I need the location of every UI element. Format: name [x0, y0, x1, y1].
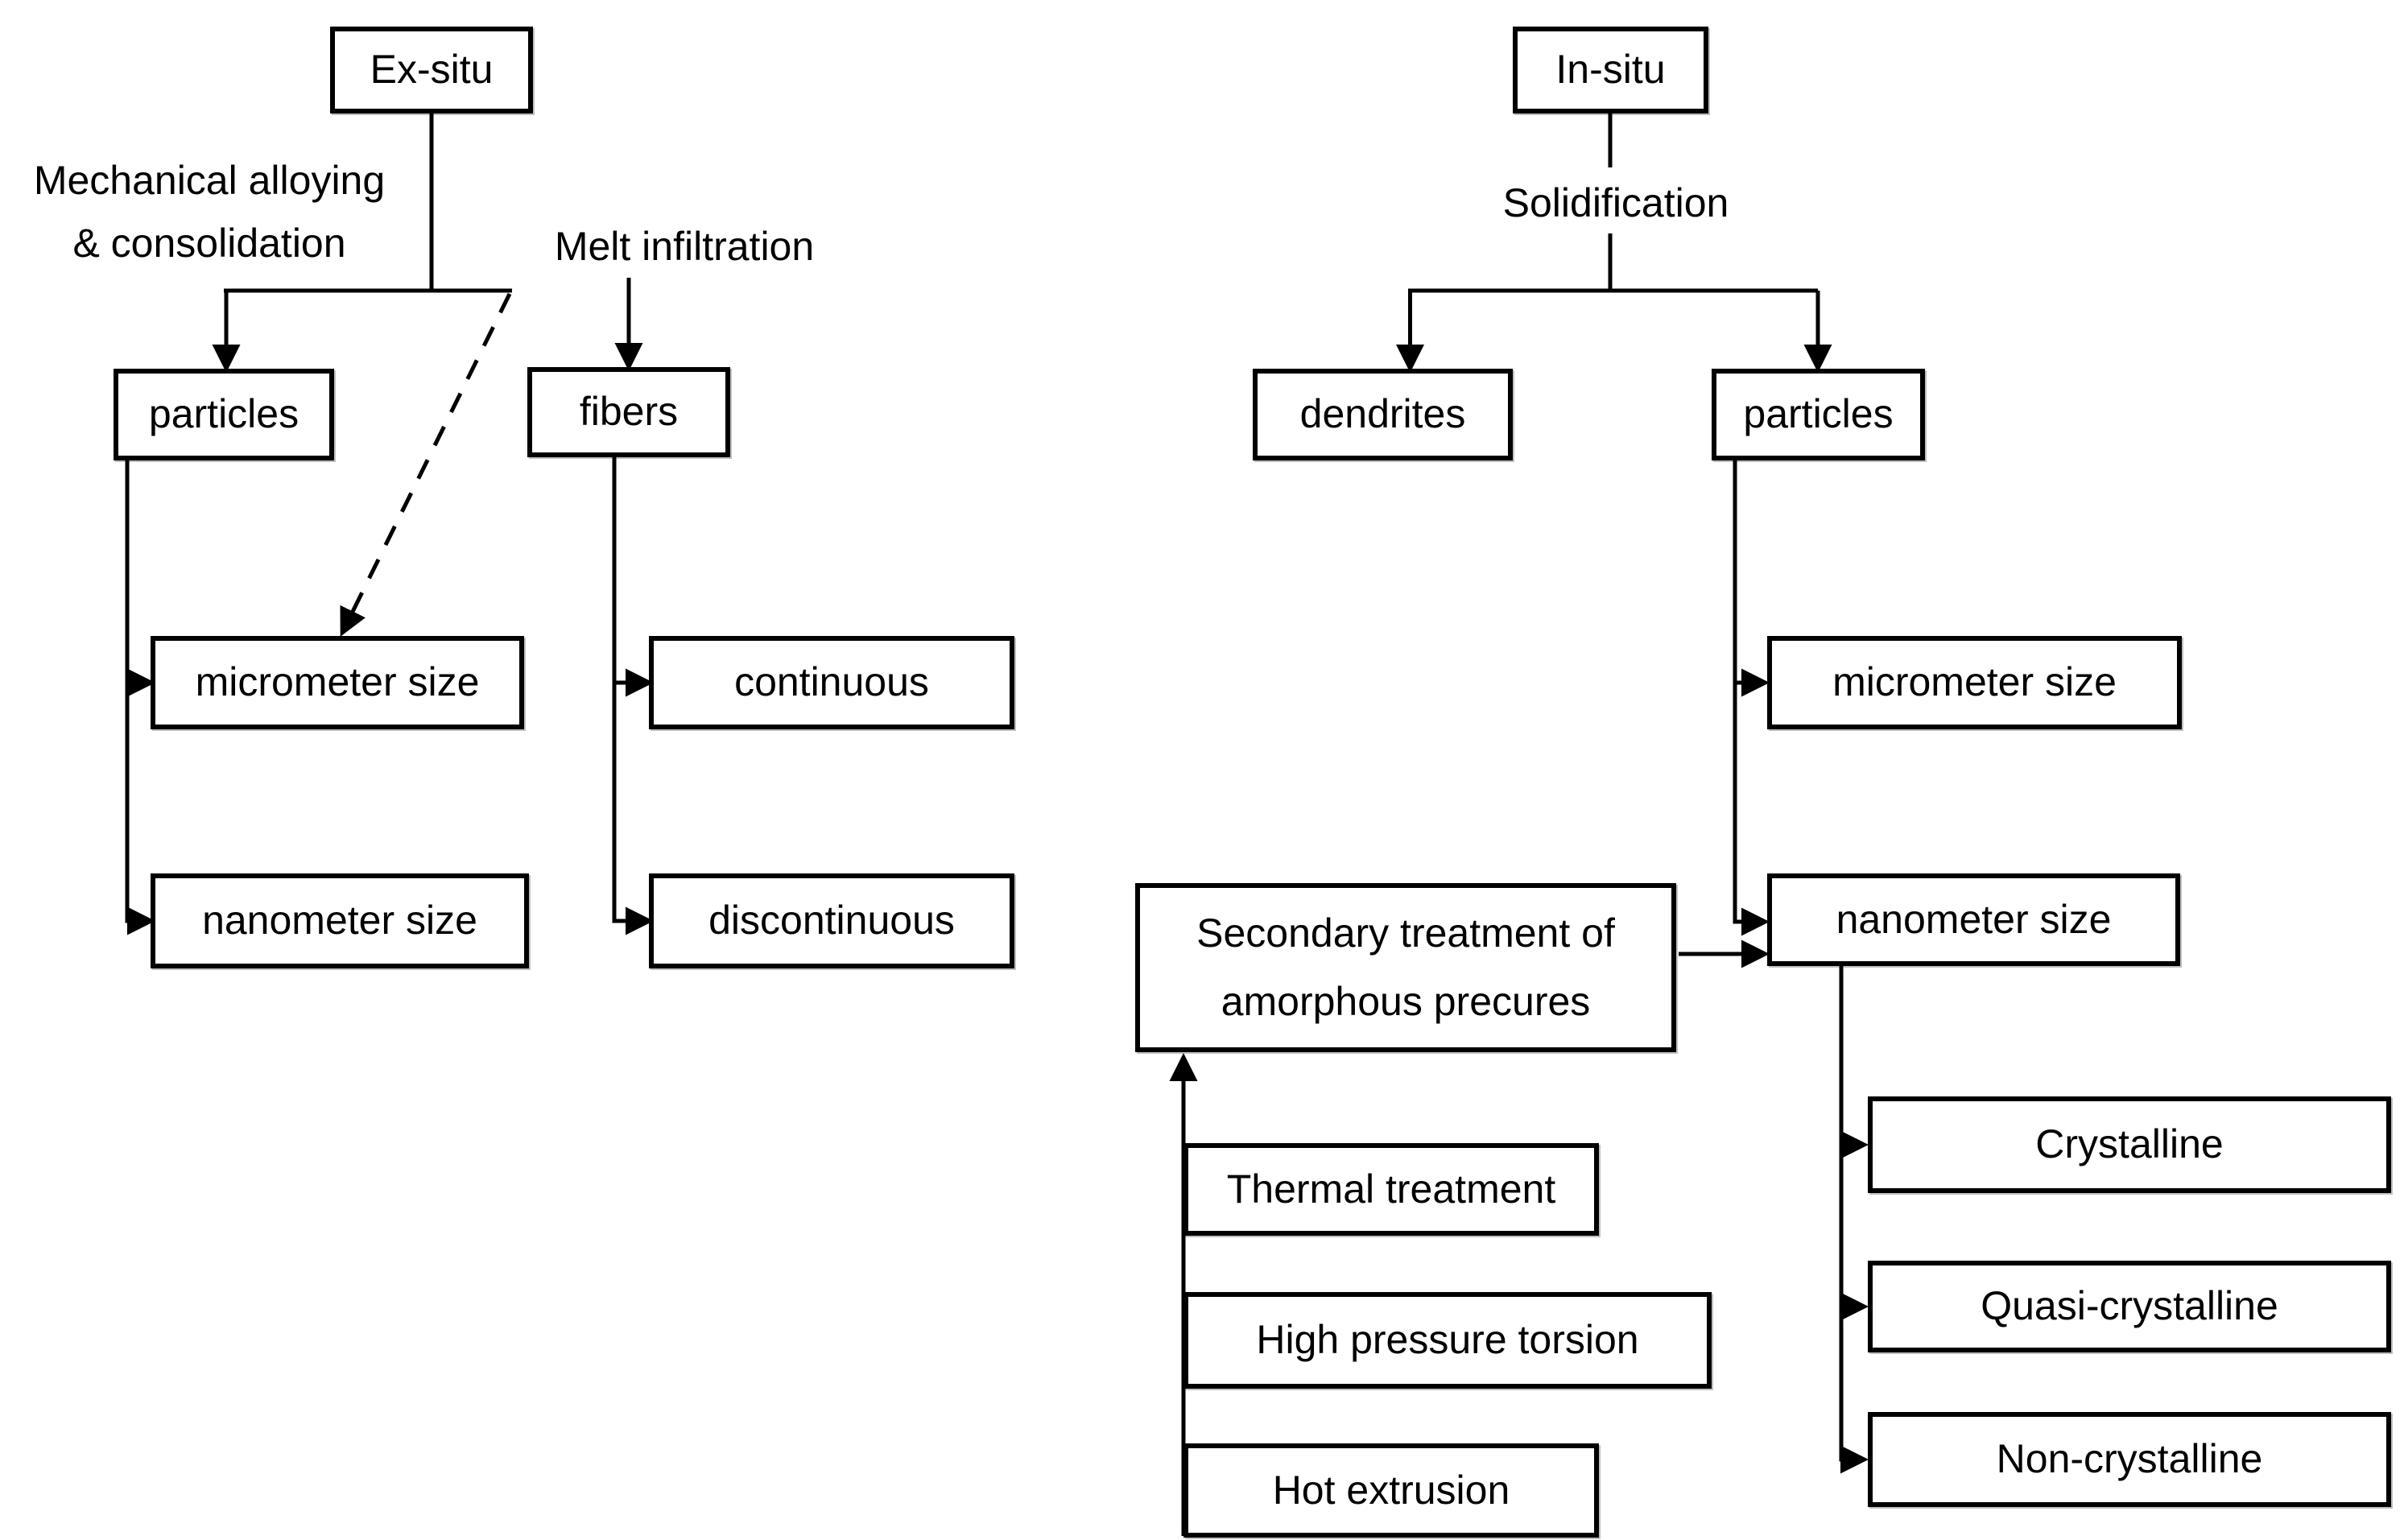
node-fibers: fibers [527, 367, 730, 457]
node-micrometer-size-ex-situ: micrometer size [151, 636, 524, 729]
label-mechanical-alloying-line2: & consolidation [72, 220, 346, 266]
node-discontinuous-label: discontinuous [708, 898, 955, 943]
node-particles-in-situ: particles [1712, 369, 1925, 460]
label-mechanical-alloying: Mechanical alloying & consolidation [0, 150, 419, 275]
node-nanometer-size-ex-situ: nanometer size [151, 873, 529, 968]
node-thermal-treatment: Thermal treatment [1183, 1143, 1599, 1236]
node-ex-situ-label: Ex-situ [370, 47, 494, 93]
node-continuous: continuous [649, 636, 1014, 729]
label-mechanical-alloying-line1: Mechanical alloying [33, 158, 386, 203]
node-quasi-crystalline-label: Quasi-crystalline [1981, 1283, 2278, 1329]
node-particles-ex-situ-label: particles [148, 391, 299, 437]
node-dendrites: dendrites [1253, 369, 1513, 460]
node-hot-extrusion-label: Hot extrusion [1272, 1467, 1510, 1513]
node-thermal-treatment-label: Thermal treatment [1226, 1166, 1556, 1212]
node-micrometer-size-ex-situ-label: micrometer size [195, 659, 480, 705]
node-in-situ-label: In-situ [1555, 47, 1666, 93]
node-non-crystalline-label: Non-crystalline [1996, 1436, 2263, 1482]
label-solidification: Solidification [1471, 172, 1761, 235]
node-particles-in-situ-label: particles [1743, 391, 1894, 437]
node-micrometer-size-in-situ: micrometer size [1767, 636, 2182, 729]
node-nanometer-size-in-situ: nanometer size [1767, 873, 2180, 966]
node-secondary-treatment: Secondary treatment of amorphous precure… [1135, 883, 1676, 1052]
node-fibers-label: fibers [579, 389, 679, 435]
node-secondary-treatment-line1: Secondary treatment of [1196, 910, 1615, 956]
node-quasi-crystalline: Quasi-crystalline [1868, 1261, 2391, 1352]
node-in-situ: In-situ [1513, 27, 1708, 114]
node-crystalline-label: Crystalline [2035, 1121, 2224, 1167]
node-crystalline: Crystalline [1868, 1096, 2391, 1193]
node-nanometer-size-ex-situ-label: nanometer size [202, 898, 477, 943]
node-particles-ex-situ: particles [114, 369, 334, 460]
node-secondary-treatment-line2: amorphous precures [1221, 979, 1591, 1024]
node-non-crystalline: Non-crystalline [1868, 1412, 2391, 1507]
node-ex-situ: Ex-situ [330, 27, 533, 114]
node-dendrites-label: dendrites [1299, 391, 1466, 437]
node-hot-extrusion: Hot extrusion [1183, 1443, 1599, 1538]
node-high-pressure-torsion: High pressure torsion [1183, 1292, 1712, 1389]
node-micrometer-size-in-situ-label: micrometer size [1832, 659, 2117, 705]
node-continuous-label: continuous [734, 659, 929, 705]
label-melt-infiltration: Melt infiltration [515, 216, 853, 279]
label-melt-infiltration-text: Melt infiltration [554, 224, 815, 269]
node-discontinuous: discontinuous [649, 873, 1014, 968]
node-nanometer-size-in-situ-label: nanometer size [1836, 896, 2112, 942]
node-high-pressure-torsion-label: High pressure torsion [1256, 1317, 1639, 1363]
label-solidification-text: Solidification [1502, 180, 1729, 225]
arrow-dashed-to-micrometer [340, 292, 512, 637]
